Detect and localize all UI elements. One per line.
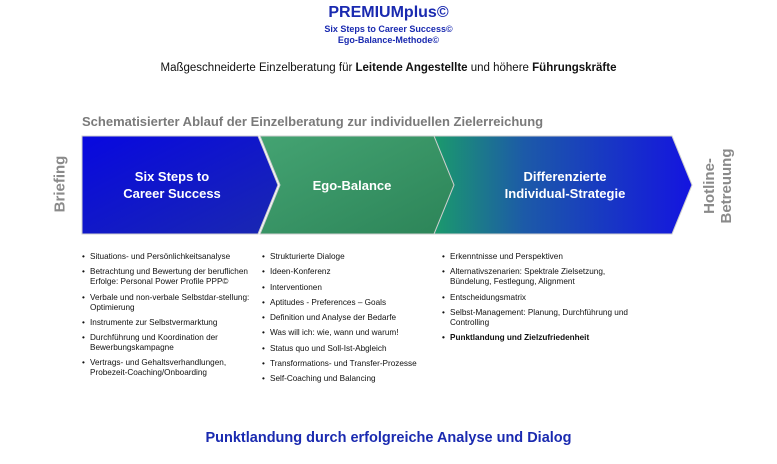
brand-subtitle-ego-balance: Ego-Balance-Methode© [337,35,440,45]
tagline: Maßgeschneiderte Einzelberatung für Leit… [0,62,777,74]
process-flow-diagram: Six Steps to Career Success Ego-Balance … [81,135,693,235]
list-item: Situations- und Persönlichkeitsanalyse [82,252,252,262]
list-item: Aptitudes - Preferences – Goals [262,298,432,308]
step-2-label: Ego-Balance [313,178,392,193]
list-item: Durchführung und Koordination der Bewerb… [82,333,252,353]
list-item: Erkenntnisse und Perspektiven [442,252,642,262]
list-item: Alternativszenarien: Spektrale Zielsetzu… [442,267,642,287]
list-item: Transformations- und Transfer-Prozesse [262,359,432,369]
section-heading: Schematisierter Ablauf der Einzelberatun… [82,114,544,129]
step-1-details-list: Situations- und Persönlichkeitsanalyse B… [82,252,252,384]
step-3-details-list: Erkenntnisse und Perspektiven Alternativ… [442,252,642,348]
tagline-bold2: Führungskräfte [532,62,617,74]
list-item: Self-Coaching und Balancing [262,374,432,384]
tagline-part2: und höhere [467,62,533,74]
list-item: Was will ich: wie, wann und warum! [262,328,432,338]
list-item: Instrumente zur Selbstvermarktung [82,318,252,328]
list-item: Betrachtung und Bewertung der berufliche… [82,267,252,287]
step-arrow-3 [433,135,693,235]
tagline-bold1: Leitende Angestellte [355,62,468,74]
list-item-highlight: Punktlandung und Zielzufriedenheit [442,333,642,343]
step-3-line1: Differenzierte [523,169,606,184]
list-item: Ideen-Konferenz [262,267,432,277]
list-item: Entscheidungsmatrix [442,293,642,303]
tagline-part1: Maßgeschneiderte Einzelberatung für [160,62,356,74]
list-item: Vertrags- und Gehaltsverhandlungen, Prob… [82,358,252,378]
step-3-line2: Individual-Strategie [505,186,626,201]
step-1-line2: Career Success [123,186,221,201]
step-arrow-1 [81,135,279,235]
footer-slogan: Punktlandung durch erfolgreiche Analyse … [205,430,572,446]
brand-title: PREMIUMplus© [328,4,449,21]
list-item: Selbst-Management: Planung, Durchführung… [442,308,642,328]
brand-subtitle-six-steps: Six Steps to Career Success© [324,24,453,34]
list-item: Interventionen [262,283,432,293]
list-item: Verbale und non-verbale Selbstdar-stellu… [82,293,252,313]
step-2-details-list: Strukturierte Dialoge Ideen-Konferenz In… [262,252,432,390]
list-item: Status quo und Soll-Ist-Abgleich [262,344,432,354]
step-1-line1: Six Steps to [135,169,209,184]
list-item: Strukturierte Dialoge [262,252,432,262]
list-item: Definition und Analyse der Bedarfe [262,313,432,323]
